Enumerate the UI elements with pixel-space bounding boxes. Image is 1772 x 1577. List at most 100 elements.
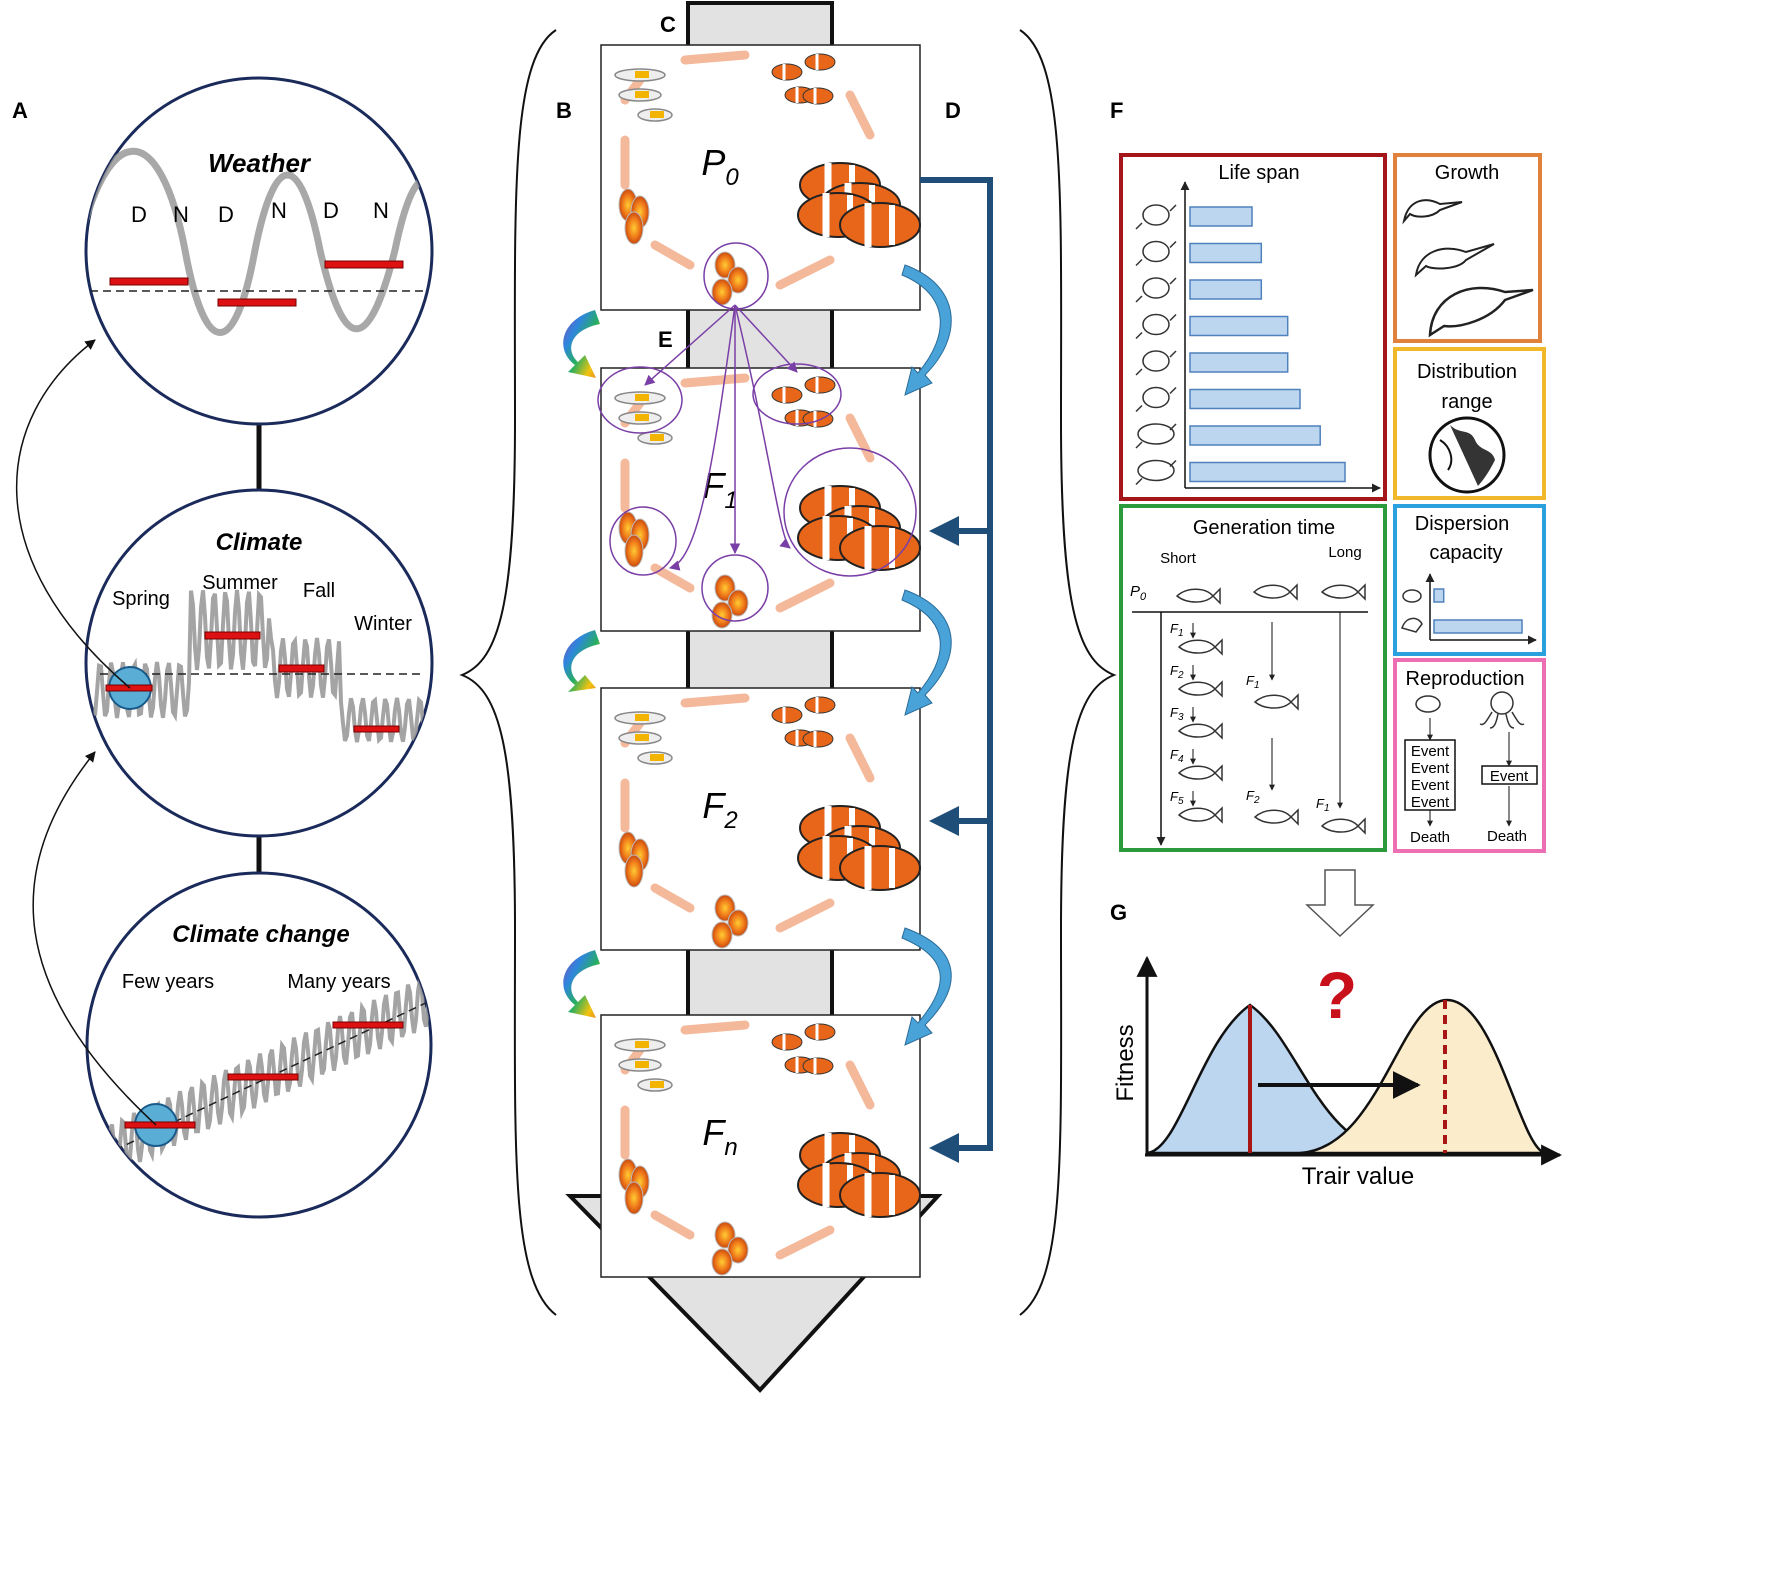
dolphin-icon (1320, 583, 1366, 601)
panel-letter-b: B (556, 98, 572, 123)
event-label: Event (1411, 743, 1450, 760)
panel-f: Life span Growth Distribution range (1119, 153, 1546, 853)
octopus-icon (1479, 691, 1525, 729)
long-generation-label: F1 (1316, 796, 1330, 814)
fish-icon (1175, 587, 1221, 605)
distribution-title-1: Distribution (1417, 361, 1517, 383)
juvenile-clownfish-icon (804, 376, 836, 394)
dispersion-bar (1433, 619, 1523, 634)
dn-label: D (323, 198, 339, 223)
stage-highlight (609, 506, 677, 576)
life-span-bar (1189, 206, 1253, 227)
zoom-arrow (16, 339, 131, 689)
lifecycle-arrow (650, 563, 695, 593)
event-label: Event (1490, 768, 1529, 785)
larva-icon (614, 1038, 666, 1052)
fish-icon (1177, 806, 1223, 824)
lifecycle-arrow (680, 50, 750, 65)
shark-icon (1253, 693, 1299, 711)
down-arrow (1305, 869, 1375, 938)
generation-box: F2 (600, 687, 921, 951)
short-label: Short (1160, 550, 1197, 567)
fish-icon (1177, 764, 1223, 782)
y-axis-label: Fitness (1112, 1024, 1139, 1101)
climate-title: Climate (216, 529, 303, 556)
long-label: Long (1328, 544, 1361, 561)
adult-clownfish-icon (839, 202, 921, 248)
zoom-arrow (32, 751, 157, 1126)
growth-title: Growth (1435, 162, 1499, 184)
life-span-bar (1189, 425, 1321, 446)
life-span-title: Life span (1218, 162, 1299, 184)
juvenile-clownfish-icon (804, 53, 836, 71)
question-mark: ? (1317, 958, 1357, 1032)
plastic-response-arrow (901, 264, 952, 396)
juvenile-clownfish-icon (771, 1033, 803, 1051)
shark-icon (1253, 808, 1299, 826)
juvenile-clownfish-icon (771, 63, 803, 81)
generation-label: Fn (702, 1112, 737, 1161)
short-generation-label: F2 (1170, 663, 1184, 681)
lifecycle-arrow (775, 898, 835, 933)
stage-highlight (783, 447, 917, 577)
hatchling-icon (624, 1181, 644, 1215)
purple-links (644, 304, 798, 571)
distribution-box: Distribution range (1393, 347, 1546, 500)
egg-icon (727, 909, 749, 937)
generation-label: F2 (702, 785, 737, 834)
season-spring: Spring (112, 588, 170, 610)
panel-letter-a: A (12, 98, 28, 123)
adult-clownfish-icon (839, 845, 921, 891)
juvenile-clownfish-icon (804, 696, 836, 714)
generation-box: F1 (597, 363, 921, 632)
lifecycle-arrow (775, 255, 835, 290)
heritable-change-arrow (563, 630, 600, 692)
lifecycle-arrow (775, 1225, 835, 1260)
shell-icon (1135, 386, 1177, 413)
mid-generation-label: F1 (1246, 673, 1260, 691)
seahorse-icon (1401, 617, 1423, 633)
life-span-bar (1189, 279, 1263, 300)
larva-icon (618, 1058, 662, 1072)
x-axis-label: Trair value (1302, 1163, 1414, 1190)
generation-label: P0 (701, 142, 739, 191)
hatchling-icon (624, 211, 644, 245)
growth-box: Growth (1393, 153, 1542, 343)
lifecycle-arrow (775, 578, 835, 613)
mid-generation-label: F2 (1246, 788, 1260, 806)
narwhal-medium-icon (1414, 243, 1495, 278)
dolphin-icon (1135, 423, 1177, 449)
dn-label: N (173, 202, 189, 227)
whale-icon (1135, 459, 1177, 486)
life-span-bar (1189, 352, 1289, 373)
hatchling-icon (624, 854, 644, 888)
larva-icon (637, 108, 673, 122)
bracket-d (920, 177, 993, 1163)
fish-icon (1177, 680, 1223, 698)
dn-label: N (373, 198, 389, 223)
clownfish-icon (1415, 695, 1441, 713)
short-generation-label: F4 (1170, 747, 1184, 765)
fish-icon (1177, 638, 1223, 656)
egg-icon (727, 1236, 749, 1264)
lifecycle-arrow (680, 373, 750, 388)
short-generation-label: F1 (1170, 621, 1184, 639)
life-span-box: Life span (1119, 153, 1387, 501)
short-generation-label: F3 (1170, 705, 1184, 723)
reproduction-title: Reproduction (1406, 668, 1525, 690)
few-years-label: Few years (122, 971, 214, 993)
octopus-icon (1135, 240, 1177, 267)
stage-highlight (701, 554, 769, 622)
larva-icon (618, 411, 662, 425)
season-winter: Winter (354, 613, 412, 635)
weather-circle: Weather D N D N D N (84, 76, 434, 426)
adult-clownfish-icon (839, 525, 921, 571)
weather-title: Weather (208, 148, 312, 178)
lifecycle-arrow (680, 1020, 750, 1035)
egg-icon (711, 1248, 733, 1276)
fish-icon (1135, 313, 1177, 340)
event-label: Event (1411, 760, 1450, 777)
life-span-bar (1189, 242, 1263, 264)
clownfish-icon (1135, 277, 1177, 303)
